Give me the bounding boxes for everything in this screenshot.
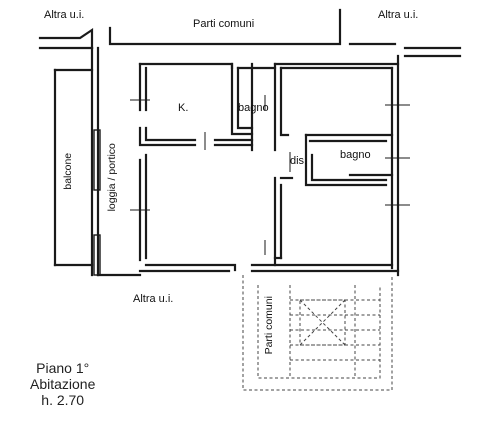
wall-bagno-left-inner <box>236 66 254 130</box>
wall-right-block-top-2 <box>279 66 290 137</box>
label-parti-comuni-top: Parti comuni <box>193 18 255 30</box>
stairs-area <box>242 275 393 391</box>
label-altra-ui-top-left: Altra u.i. <box>44 9 85 21</box>
label-dis: dis. <box>290 155 308 167</box>
label-loggia-portico: loggia / portico <box>105 143 118 212</box>
column-lower <box>93 234 101 276</box>
legend-altezza: h. 2.70 <box>41 392 85 408</box>
wall-bottom-room <box>144 263 237 272</box>
label-altra-ui-top-right: Altra u.i. <box>378 9 419 21</box>
wall-kitchen-lower-2 <box>144 126 197 142</box>
loggia-columns <box>93 129 101 276</box>
label-altra-ui-bottom: Altra u.i. <box>133 293 174 305</box>
label-parti-comuni-stairs: Parti comuni <box>262 296 275 355</box>
wall-top-left-corner <box>38 27 94 50</box>
stairs-diag-2 <box>299 299 346 346</box>
stairs-outline <box>242 275 393 391</box>
stairs-inner-outline <box>257 285 381 379</box>
wall-kitchen-outer <box>138 62 234 70</box>
label-bagno-left: bagno <box>238 102 269 114</box>
walls <box>38 8 462 277</box>
wall-bagno-left <box>230 62 254 136</box>
stairs-core <box>299 299 346 346</box>
wall-parti-comuni-top <box>108 8 342 46</box>
label-balcone: balcone <box>62 152 75 190</box>
legend-piano: Piano 1° <box>36 360 90 376</box>
column-upper <box>93 129 101 191</box>
wall-bagno-right-left-2 <box>310 153 388 182</box>
window-ticks <box>130 95 410 255</box>
wall-bagno-right-left <box>304 133 388 187</box>
label-bagno-right: bagno <box>340 149 371 161</box>
legend-abitazione: Abitazione <box>30 376 96 392</box>
stairs-diag-1 <box>299 299 346 346</box>
plan-legend: Piano 1° Abitazione h. 2.70 <box>30 360 95 408</box>
label-kitchen: K. <box>178 102 189 114</box>
wall-kitchen-lower <box>138 126 197 147</box>
